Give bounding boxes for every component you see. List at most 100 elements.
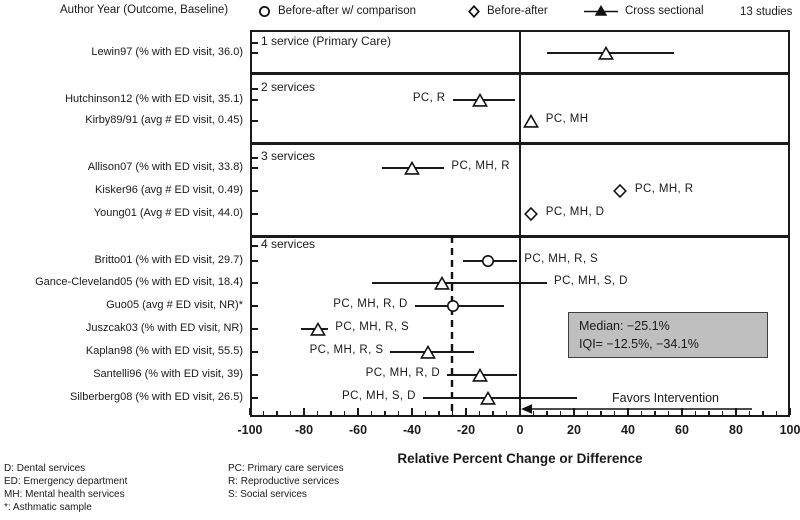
triangle-marker	[420, 345, 437, 359]
study-row-label: Gance-Cleveland05 (% with ED visit, 18.4…	[35, 276, 243, 288]
zero-reference-line	[519, 30, 521, 417]
open-diamond-icon	[468, 4, 480, 18]
diamond-marker	[523, 207, 538, 221]
services-label: PC, MH, S, D	[342, 390, 416, 402]
x-axis-minor-tick	[600, 411, 602, 415]
x-axis-minor-tick	[451, 411, 454, 415]
services-label: PC, MH	[545, 113, 589, 125]
x-axis-major-tick	[573, 408, 575, 415]
x-axis-minor-tick	[397, 411, 400, 415]
favors-intervention-label: Favors Intervention	[612, 391, 719, 405]
group-label: 4 services	[261, 237, 316, 251]
x-axis-tick-label: 20	[567, 423, 581, 437]
triangle-marker	[433, 276, 450, 290]
x-axis-minor-tick	[748, 411, 751, 415]
open-circle-icon	[259, 5, 270, 17]
legend-label: Before-after w/ comparison	[278, 5, 417, 17]
section-divider-3	[250, 235, 790, 238]
services-label: PC, MH, D	[545, 206, 605, 218]
x-axis-minor-tick	[276, 411, 278, 415]
footnote-item: D: Dental services	[4, 463, 86, 474]
x-axis-tick-label: -60	[348, 423, 368, 437]
study-row-tick	[250, 52, 258, 54]
footnote-item: R: Reproductive services	[228, 476, 340, 487]
x-axis-tick-label: 0	[516, 423, 524, 437]
triangle-marker	[522, 114, 539, 128]
group-label: 1 service (Primary Care)	[261, 34, 392, 48]
diamond-marker	[612, 184, 627, 198]
x-axis-minor-tick	[478, 411, 481, 415]
x-axis-minor-tick	[586, 411, 589, 415]
footnote-item: *: Asthmatic sample	[4, 502, 92, 513]
median-dashed-line	[451, 236, 454, 417]
services-label: PC, MH, S, D	[554, 275, 628, 287]
plot-border-left	[250, 30, 252, 417]
confidence-interval-line	[414, 305, 504, 307]
x-axis-title: Relative Percent Change or Difference	[397, 451, 643, 466]
triangle-marker	[479, 391, 496, 405]
x-axis-major-tick	[249, 408, 251, 415]
study-row-tick	[250, 213, 258, 215]
services-label: PC, MH, R	[634, 183, 694, 195]
triangle-marker	[404, 161, 420, 175]
study-row-tick	[250, 167, 258, 169]
plot-area: 1 service (Primary Care) 2 services 3 serv…	[249, 30, 791, 417]
study-row-label: Guo05 (avg # ED visit, NR)*	[106, 299, 243, 311]
study-row-label: Juszcak03 (% with ED visit, NR)	[85, 322, 243, 334]
x-axis-minor-tick	[330, 411, 332, 415]
x-axis-minor-tick	[721, 411, 724, 415]
plot-border-right	[788, 30, 790, 417]
x-axis-minor-tick	[492, 411, 494, 415]
section-divider-2	[250, 142, 790, 145]
x-axis-minor-tick	[667, 411, 670, 415]
services-label: PC, MH, R, S	[335, 321, 410, 333]
x-axis-minor-tick	[343, 411, 346, 415]
x-axis-minor-tick	[546, 411, 548, 415]
legend-item-before-after-comparison: Before-after w/ comparison	[258, 3, 416, 19]
confidence-interval-line	[422, 397, 577, 399]
x-axis-minor-tick	[424, 411, 427, 415]
footnote-item: PC: Primary care services	[228, 463, 344, 474]
x-axis-minor-tick	[775, 411, 778, 415]
footnote-item: ED: Emergency department	[4, 476, 128, 487]
line-triangle-icon	[584, 5, 618, 16]
x-axis-minor-tick	[316, 411, 319, 415]
x-axis-minor-tick	[370, 411, 373, 415]
legend-label: Cross sectional	[625, 5, 704, 17]
services-label: PC, MH, R, S	[309, 344, 384, 356]
study-row-label: Kisker96 (avg # ED visit, 0.49)	[95, 184, 243, 196]
study-row-label: Silberberg08 (% with ED visit, 26.5)	[69, 391, 243, 403]
study-row-tick	[250, 260, 258, 262]
x-axis-minor-tick	[694, 411, 697, 415]
x-axis-tick-label: -20	[456, 423, 476, 437]
group-row-tick	[250, 245, 258, 247]
services-label: PC, MH, R, D	[365, 367, 441, 379]
x-axis-minor-tick	[438, 411, 440, 415]
x-axis-tick-label: 40	[621, 423, 635, 437]
study-row-tick	[250, 305, 258, 307]
legend-label: Before-after	[487, 5, 548, 17]
study-row-tick	[250, 374, 258, 376]
x-axis-minor-tick	[262, 411, 265, 415]
x-axis-major-tick	[519, 408, 521, 415]
median-value: Median: −25.1%	[579, 319, 670, 333]
group-label: 2 services	[261, 80, 316, 94]
x-axis-major-tick	[789, 408, 791, 415]
x-axis-major-tick	[411, 408, 413, 415]
study-row-label: Lewin97 (% with ED visit, 36.0)	[91, 46, 243, 58]
x-axis-tick-label: -80	[294, 423, 314, 437]
triangle-marker	[598, 46, 615, 60]
group-label: 3 services	[261, 149, 316, 163]
footnotes-column-2: PC: Primary care services R: Reproductive…	[228, 462, 344, 501]
x-axis-minor-tick	[654, 411, 656, 415]
author-year-column-header: Author Year (Outcome, Baseline)	[60, 4, 229, 16]
x-axis-major-tick	[357, 408, 359, 415]
x-axis-minor-tick	[289, 411, 292, 415]
x-axis-major-tick	[735, 408, 737, 415]
x-axis-tick-label: 100	[779, 423, 800, 437]
footnote-item: S: Social services	[228, 489, 307, 500]
x-axis-major-tick	[303, 408, 305, 415]
section-divider-1	[250, 72, 790, 75]
study-row-tick	[250, 328, 258, 330]
